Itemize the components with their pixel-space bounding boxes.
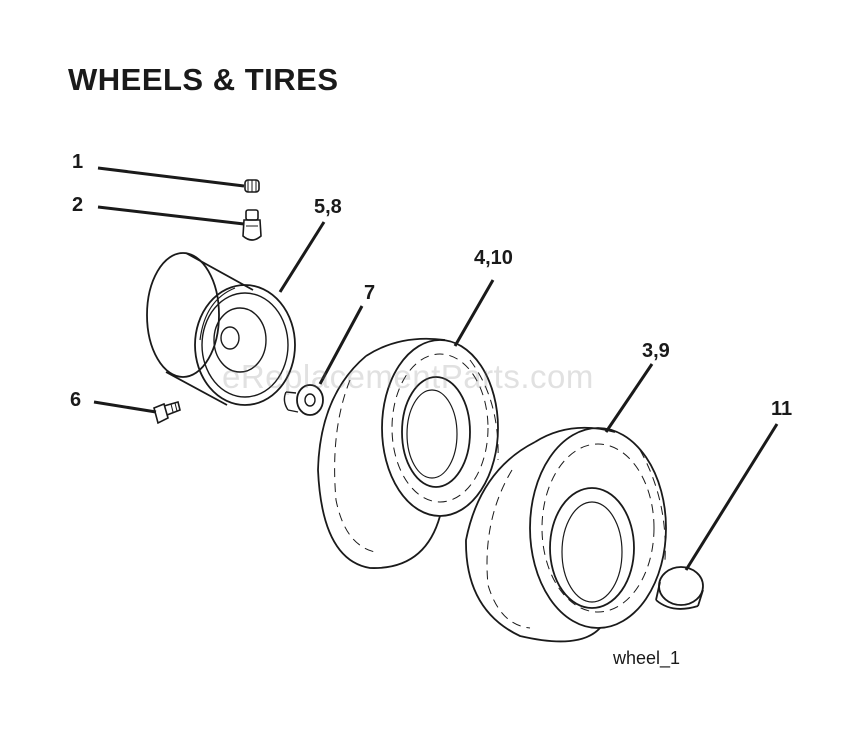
diagram-title: WHEELS & TIRES [68,62,339,97]
callout-2: 2 [72,194,84,216]
leader-line-3-9 [604,363,654,433]
hub-cap-part [655,566,704,610]
leader-line-5-8 [278,221,326,293]
callout-6: 6 [70,389,82,411]
rear-tire-part [465,426,667,643]
leader-line-7 [318,305,364,385]
valve-cap-part [244,179,260,193]
figure-id: wheel_1 [613,648,681,668]
callout-7: 7 [364,282,376,304]
callout-5-8: 5,8 [314,196,342,218]
callout-4-10: 4,10 [474,247,513,269]
leader-lines [93,166,779,571]
leader-line-11 [684,423,779,571]
callout-3-9: 3,9 [642,340,670,362]
callout-11: 11 [771,398,793,420]
bolt-part [153,401,181,425]
leader-line-4-10 [453,279,495,347]
front-tire-part [317,337,499,569]
leader-line-2 [97,205,245,226]
leader-line-1 [97,166,245,188]
callout-1: 1 [72,151,84,173]
rim-part [146,252,296,406]
watermark-text: eReplacementParts.com [222,358,594,395]
bushing-part [283,384,324,416]
valve-stem-part [242,209,262,241]
leader-line-6 [93,400,157,414]
